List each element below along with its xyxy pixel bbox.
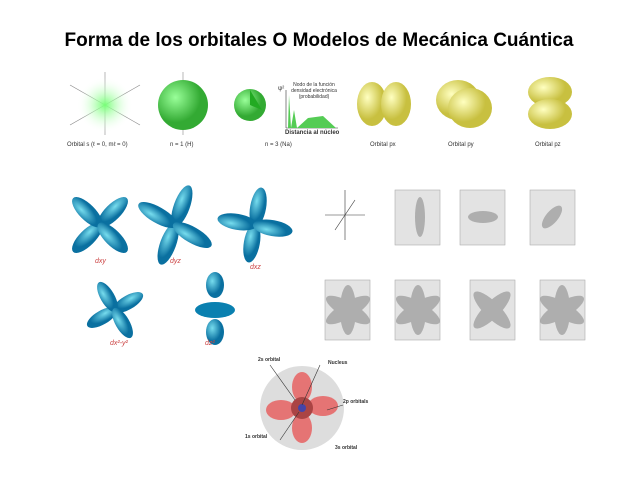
atom-orbitals: [260, 364, 344, 450]
d-label-0: dxy: [95, 258, 106, 265]
p-orbital-y: [436, 80, 492, 128]
distance-label: Distancia al núcleo: [285, 130, 340, 136]
s-orbital-n3: [234, 89, 338, 129]
d-label-1: dyz: [170, 258, 181, 265]
p-label-0: Orbital px: [370, 142, 396, 148]
d-orbitals: [72, 185, 293, 345]
p-orbital-z: [528, 77, 572, 129]
p-label-2: Orbital pz: [535, 142, 561, 148]
d-label-4: dz²: [205, 340, 215, 347]
d-label-3: dx²-y²: [110, 340, 128, 347]
s-label-0: Orbital s (ℓ = 0, mℓ = 0): [67, 142, 128, 148]
node-note: Nodo de la función densidad electrónica …: [291, 82, 337, 100]
page-title: Forma de los orbitales O Modelos de Mecá…: [64, 30, 574, 51]
p-orbital-x: [357, 82, 411, 126]
atom-label-3s: 3s orbital: [335, 445, 358, 451]
f-orbitals: [324, 189, 586, 341]
atom-label-2p: 2p orbitals: [343, 399, 369, 405]
atom-label-2s: 2s orbital: [258, 357, 281, 363]
atom-label-nucleus: Nucleus: [328, 360, 348, 366]
d-label-2: dxz: [250, 264, 261, 271]
s-orbital-diffuse: [69, 72, 141, 135]
psi-label: ψ²: [278, 86, 285, 92]
s-label-1: n = 1 (H): [170, 142, 194, 148]
p-label-1: Orbital py: [448, 142, 474, 148]
s-orbital-n1: [158, 72, 208, 135]
atom-label-1s: 1s orbital: [245, 434, 268, 440]
s-label-2: n = 3 (Na): [265, 142, 292, 148]
